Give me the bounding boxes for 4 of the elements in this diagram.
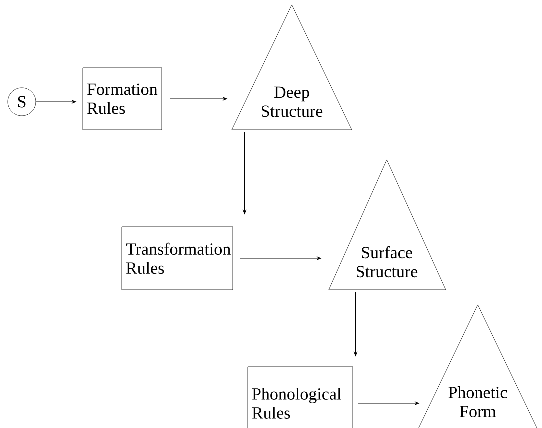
- triangle-node: Deep Structure: [232, 4, 352, 130]
- rule-box: Phonological Rules: [248, 366, 354, 428]
- triangle-node: Surface Structure: [328, 160, 446, 290]
- triangle-node: Phonetic Form: [418, 304, 538, 428]
